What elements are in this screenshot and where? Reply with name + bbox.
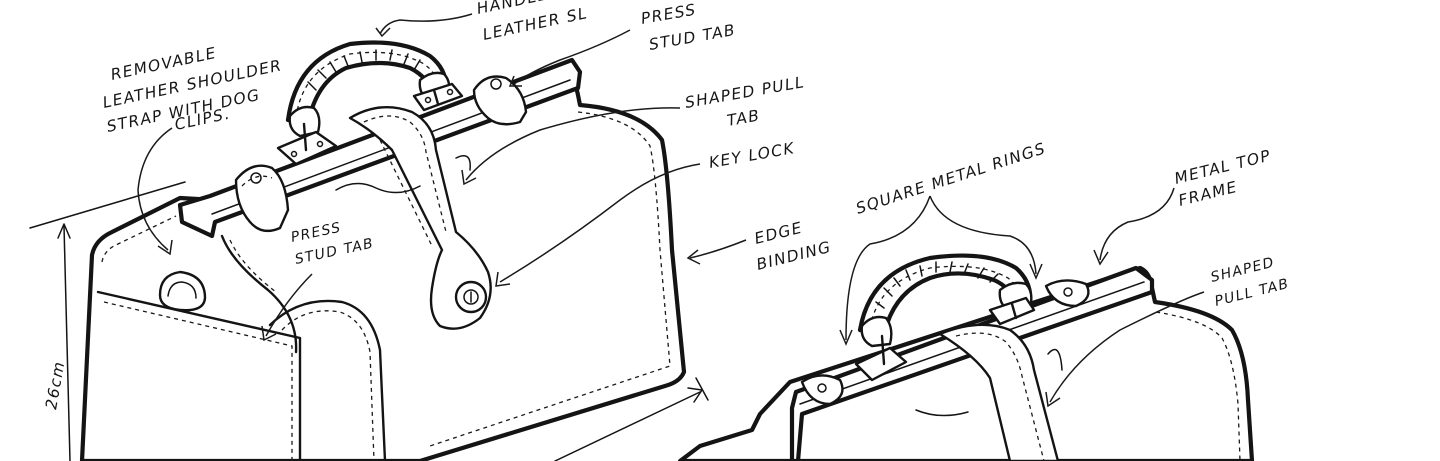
label-square-metal-rings: SQUARE METAL RINGS (854, 139, 1049, 218)
key-lock (454, 280, 488, 314)
press-stud-tab-top (472, 75, 528, 126)
d-ring (158, 270, 207, 312)
large-bag-pull-tab (348, 106, 492, 330)
label-press-stud-top-1: PRESS (640, 0, 698, 27)
large-bag (29, 40, 709, 461)
large-bag-body (79, 72, 687, 461)
press-stud-tab-left (234, 164, 290, 233)
large-bag-handle (276, 40, 464, 166)
small-bag-handle (854, 253, 1036, 382)
label-shaped-pull-tab-1: SHAPED PULL (684, 73, 807, 112)
label-key-lock: KEY LOCK (708, 139, 797, 172)
label-height-dimension: 26cm (42, 359, 68, 410)
small-bag (677, 253, 1255, 461)
small-bag-body (677, 265, 1255, 461)
label-edge-binding-1: EDGE (753, 219, 805, 248)
leader-lines (137, 13, 1205, 408)
label-press-stud-top-2: STUD TAB (648, 21, 738, 54)
width-dimension (554, 377, 709, 461)
height-dimension (29, 181, 186, 461)
label-shaped-pull-tab-2: TAB (726, 106, 762, 130)
small-bag-pull-tab (938, 323, 1060, 461)
